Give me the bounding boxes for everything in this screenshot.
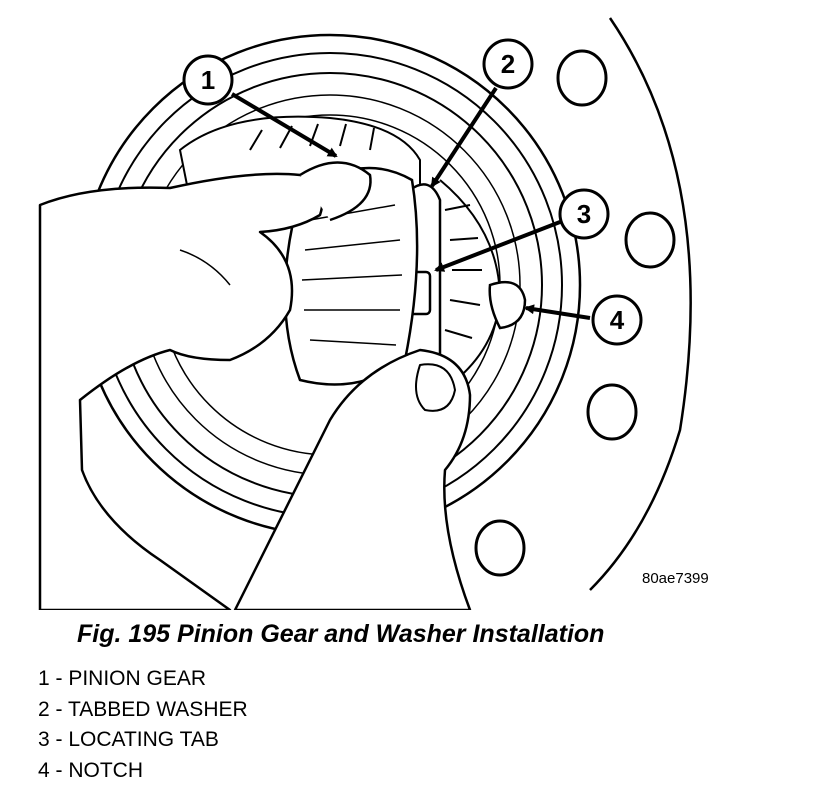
bolt-hole <box>624 211 676 269</box>
legend-item: 4 - NOTCH <box>38 758 143 782</box>
legend-item: 3 - LOCATING TAB <box>38 728 219 751</box>
bolt-hole <box>586 383 638 441</box>
figure-caption: Fig. 195 Pinion Gear and Washer Installa… <box>77 620 605 648</box>
callout-3: 3 <box>558 188 610 240</box>
bolt-holes <box>474 49 676 577</box>
callout-4: 4 <box>591 294 643 346</box>
legend-item: 2 - TABBED WASHER <box>38 697 248 721</box>
diagram-illustration: 1 2 3 4 <box>38 17 692 610</box>
legend-item: 1 - PINION GEAR <box>38 667 207 690</box>
callouts: 1 2 3 4 <box>182 38 643 346</box>
leader-line-2 <box>430 86 498 188</box>
legend-list: 1 - PINION GEAR 2 - TABBED WASHER 3 - LO… <box>38 664 248 786</box>
callout-number: 3 <box>577 199 591 229</box>
left-hand <box>38 161 372 610</box>
callout-number: 4 <box>610 305 625 335</box>
bolt-hole <box>474 519 526 577</box>
callout-2: 2 <box>482 38 534 90</box>
bolt-hole <box>556 49 608 107</box>
leader-line-3 <box>434 220 561 272</box>
callout-number: 2 <box>501 49 515 79</box>
callout-1: 1 <box>182 54 234 106</box>
leader-line-1 <box>230 92 338 158</box>
leader-line-4 <box>524 304 591 320</box>
leader-lines <box>230 86 591 320</box>
right-hand <box>233 348 472 610</box>
figure-id-label: 80ae7399 <box>642 570 709 587</box>
callout-number: 1 <box>201 65 215 95</box>
